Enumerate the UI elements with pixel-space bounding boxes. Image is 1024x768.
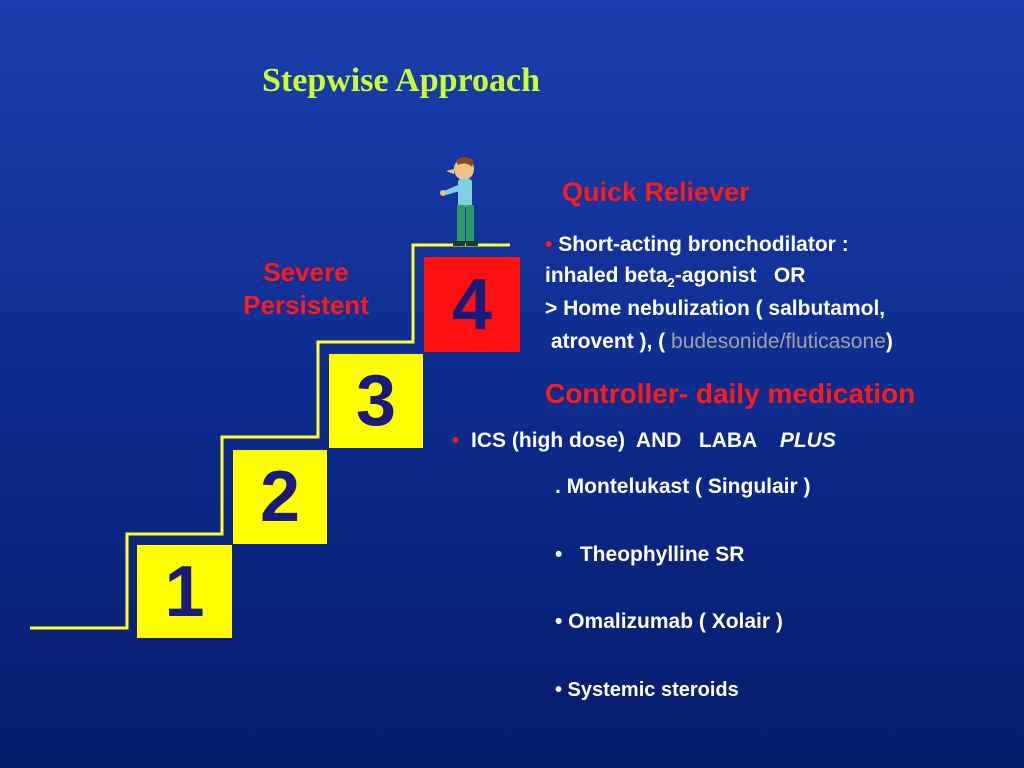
step-1: 1 (137, 545, 232, 638)
controller-heading: Controller- daily medication (545, 378, 916, 409)
controller-item-steroids: • Systemic steroids (555, 679, 739, 701)
severity-line-1: Severe (263, 257, 349, 287)
person-icon (440, 157, 478, 246)
reliever-line-4: atrovent ), ( budesonide/fluticasone) (545, 330, 893, 354)
step-3: 3 (329, 354, 423, 448)
reliever-text-4-grey: budesonide/fluticasone (671, 330, 886, 353)
reliever-subscript: 2 (667, 275, 675, 291)
slide-title: Stepwise Approach (262, 62, 541, 99)
reliever-line-3: > Home nebulization ( salbutamol, (545, 297, 886, 320)
controller-plus: PLUS (779, 429, 836, 452)
bullet: • (545, 233, 553, 256)
reliever-text-2b: -agonist OR (674, 264, 806, 287)
reliever-text-2a: inhaled beta (545, 264, 668, 287)
bullet: • (452, 429, 460, 452)
reliever-line-1: • Short-acting bronchodilator : (545, 233, 849, 257)
severity-line-2: Persistent (243, 290, 369, 320)
reliever-line-2: inhaled beta2-agonist OR (545, 264, 805, 290)
reliever-text-1: Short-acting bronchodilator : (558, 233, 849, 256)
controller-line-1: • ICS (high dose) AND LABA PLUS (452, 429, 836, 453)
step-2: 2 (233, 450, 327, 544)
reliever-text-4b: ) (885, 330, 893, 353)
controller-item-omalizumab: • Omalizumab ( Xolair ) (555, 610, 783, 633)
controller-text-1: ICS (high dose) AND LABA (471, 429, 757, 452)
severity-label: Severe Persistent (224, 256, 388, 322)
reliever-text-4a: atrovent ), ( (545, 330, 672, 353)
quick-reliever-heading: Quick Reliever (562, 177, 750, 207)
controller-item-montelukast: . Montelukast ( Singulair ) (555, 475, 811, 498)
controller-item-theophylline: • Theophylline SR (555, 543, 745, 566)
step-4: 4 (424, 257, 520, 352)
